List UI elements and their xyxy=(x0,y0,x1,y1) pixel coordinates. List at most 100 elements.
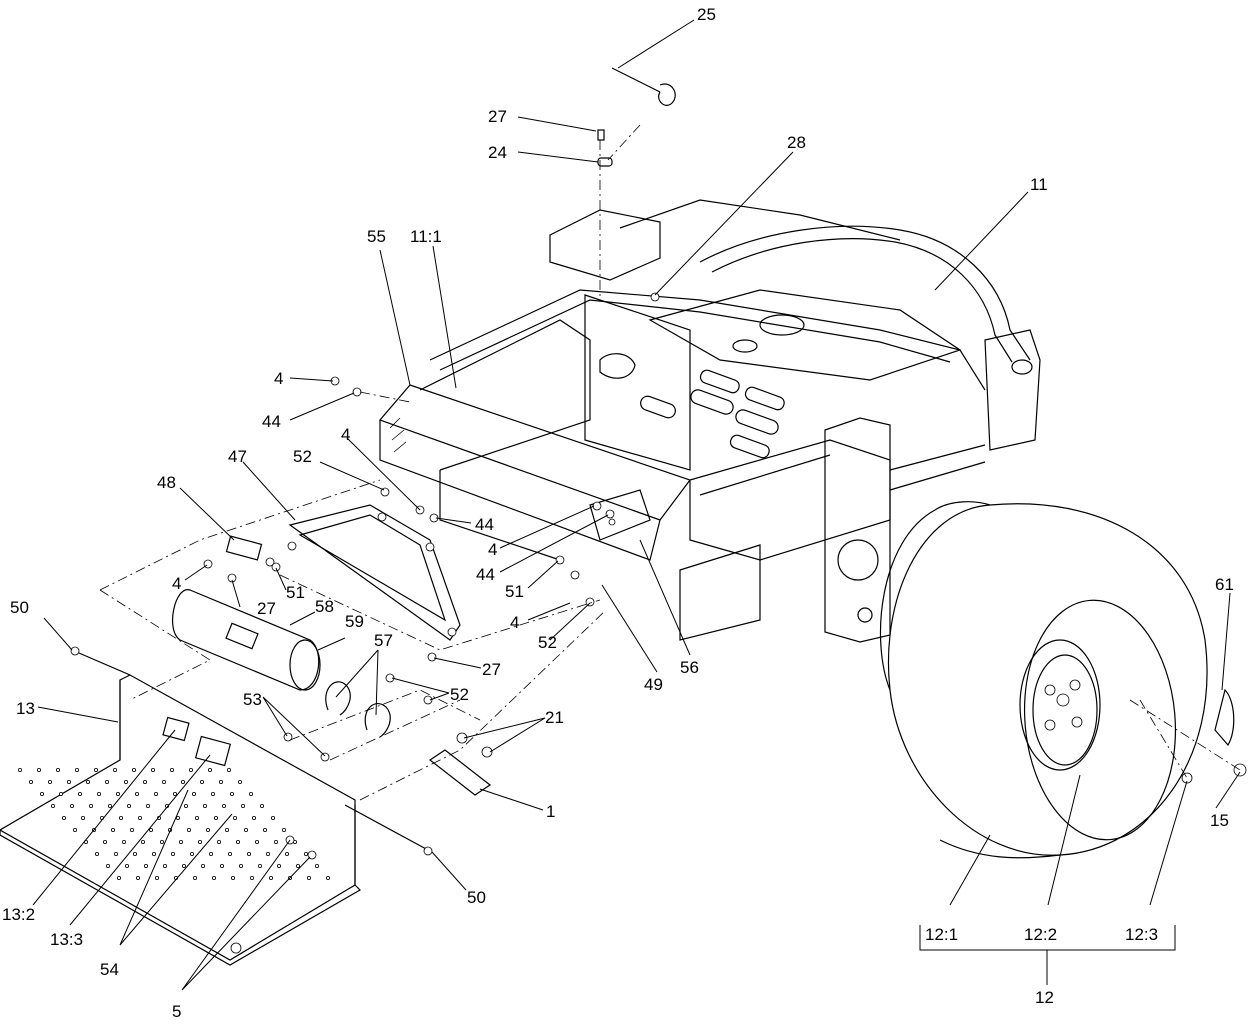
perforation-hole xyxy=(105,780,110,785)
perforation-hole xyxy=(172,792,177,797)
perforation-hole xyxy=(270,816,275,821)
perforation-hole xyxy=(180,780,185,785)
perforation-hole xyxy=(303,852,308,857)
foot-plate-holes xyxy=(17,768,330,881)
perforation-hole xyxy=(114,852,119,857)
perforation-hole xyxy=(40,792,45,797)
callout-labels: 25 27 24 28 11 55 11:1 4 44 4 52 47 44 4… xyxy=(2,5,1234,1021)
perforation-hole xyxy=(265,852,270,857)
perforation-hole xyxy=(56,768,61,773)
callout-57: 57 xyxy=(374,631,393,650)
callout-47: 47 xyxy=(228,447,247,466)
perforation-hole xyxy=(89,804,94,809)
perforation-hole xyxy=(134,792,139,797)
callout-56: 56 xyxy=(680,658,699,677)
callout-50: 50 xyxy=(10,598,29,617)
perforation-hole xyxy=(200,864,205,869)
perforation-hole xyxy=(137,816,142,821)
perforation-hole xyxy=(78,792,83,797)
perforation-hole xyxy=(119,816,124,821)
perforation-hole xyxy=(159,840,164,845)
perforation-hole xyxy=(131,768,136,773)
callout-11-1: 11:1 xyxy=(410,227,442,246)
perforation-hole xyxy=(67,780,72,785)
callout-13: 13 xyxy=(16,699,35,718)
callout-1: 1 xyxy=(546,802,555,821)
perforation-hole xyxy=(237,780,242,785)
callout-51: 51 xyxy=(505,582,524,601)
callout-25: 25 xyxy=(697,5,716,24)
perforation-hole xyxy=(240,804,245,809)
callout-24: 24 xyxy=(488,143,507,162)
fasteners xyxy=(70,292,660,860)
callout-28: 28 xyxy=(787,133,806,152)
callout-13-2: 13:2 xyxy=(2,905,35,924)
perforation-hole xyxy=(191,792,196,797)
perforation-hole xyxy=(188,768,193,773)
perforation-hole xyxy=(238,864,243,869)
perforation-hole xyxy=(124,780,129,785)
callout-51: 51 xyxy=(286,583,305,602)
perforation-hole xyxy=(17,768,22,773)
perforation-hole xyxy=(86,780,91,785)
perforation-hole xyxy=(248,792,253,797)
perforation-hole xyxy=(125,864,130,869)
perforation-hole xyxy=(210,792,215,797)
perforation-hole xyxy=(59,792,64,797)
perforation-hole xyxy=(178,840,183,845)
callout-49: 49 xyxy=(644,675,663,694)
perforation-hole xyxy=(108,804,113,809)
leader-lines xyxy=(32,19,1241,991)
wheel-12 xyxy=(879,501,1247,859)
perforation-hole xyxy=(113,768,118,773)
perforation-hole xyxy=(235,840,240,845)
pins-and-bracket xyxy=(71,649,492,851)
perforation-hole xyxy=(142,780,147,785)
callout-44: 44 xyxy=(475,515,494,534)
perforation-hole xyxy=(48,780,53,785)
bracket-48 xyxy=(225,535,275,567)
perforation-hole xyxy=(103,840,108,845)
perforation-hole xyxy=(221,804,226,809)
callout-55: 55 xyxy=(367,227,386,246)
perforation-hole xyxy=(62,816,67,821)
perforation-hole xyxy=(132,852,137,857)
perforation-hole xyxy=(116,792,121,797)
callout-15: 15 xyxy=(1210,811,1229,830)
perforation-hole xyxy=(226,768,231,773)
perforation-hole xyxy=(227,852,232,857)
perforation-hole xyxy=(251,816,256,821)
perforation-hole xyxy=(153,792,158,797)
perforation-hole xyxy=(28,780,33,785)
perforation-hole xyxy=(162,864,167,869)
perforation-hole xyxy=(127,804,132,809)
perforation-hole xyxy=(169,768,174,773)
callout-54: 54 xyxy=(100,960,119,979)
clamps-57 xyxy=(325,681,391,738)
perforation-hole xyxy=(284,852,289,857)
perforation-hole xyxy=(150,768,155,773)
perforation-hole xyxy=(117,876,122,881)
callout-61: 61 xyxy=(1215,575,1234,594)
perforation-hole xyxy=(276,864,281,869)
assembly-lines xyxy=(99,124,1241,801)
perforation-hole xyxy=(94,768,99,773)
perforation-hole xyxy=(181,864,186,869)
perforation-hole xyxy=(325,876,330,881)
callout-4: 4 xyxy=(488,540,497,559)
perforation-hole xyxy=(213,816,218,821)
perforation-hole xyxy=(208,852,213,857)
perforation-hole xyxy=(111,828,116,833)
callout-59: 59 xyxy=(345,612,364,631)
callout-27: 27 xyxy=(257,599,276,618)
perforation-hole xyxy=(189,852,194,857)
callout-5: 5 xyxy=(172,1002,181,1021)
callout-27: 27 xyxy=(488,107,507,126)
perforation-hole xyxy=(154,876,159,881)
callout-58: 58 xyxy=(315,597,334,616)
perforation-hole xyxy=(259,804,264,809)
perforation-hole xyxy=(295,864,300,869)
perforation-hole xyxy=(229,792,234,797)
